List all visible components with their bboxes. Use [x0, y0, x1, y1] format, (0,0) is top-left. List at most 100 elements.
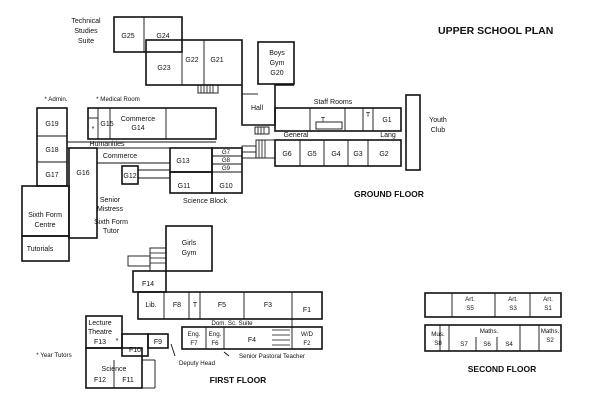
art-s3-2: S3	[509, 305, 517, 312]
lecture-theatre-1: Lecture	[88, 320, 111, 327]
boys-gym-1: Boys	[269, 50, 285, 57]
room-s7: S7	[460, 341, 468, 348]
plan-title: UPPER SCHOOL PLAN	[438, 25, 553, 37]
first-floor-main-row	[137, 291, 323, 320]
g16-block	[68, 147, 98, 239]
technical-block-upper	[113, 16, 183, 53]
room-g1: G1	[382, 117, 391, 124]
senior-pastoral-label: Senior Pastoral Teacher	[239, 353, 305, 360]
youth-club	[405, 94, 421, 171]
staff-rooms-label: Staff Rooms	[314, 99, 353, 106]
mus-s8-2: S8	[434, 340, 442, 347]
mus-s8-1: Mus.	[431, 331, 445, 338]
lecture-theatre-3: F13	[94, 339, 106, 346]
eng-f7-2: F7	[190, 340, 198, 347]
room-g2: G2	[379, 151, 388, 158]
eng-f6-1: Eng.	[209, 331, 222, 338]
room-g6: G6	[282, 151, 291, 158]
maths-label: Maths.	[480, 328, 499, 335]
girls-gym	[165, 225, 213, 272]
room-f1: F1	[303, 307, 311, 314]
sixth-form-tutor-2: Tutor	[103, 228, 120, 235]
g12-lab	[121, 165, 139, 185]
maths-s2-2: S2	[546, 337, 554, 344]
technical-label-3: Suite	[78, 38, 94, 45]
room-g4: G4	[331, 151, 340, 158]
commerce-label: Commerce	[103, 153, 137, 160]
sixth-form-tutor-1: Sixth Form	[94, 219, 128, 226]
admin-legend: * Admin.	[44, 96, 67, 103]
f9-room	[147, 333, 169, 349]
deputy-head-label: Deputy Head	[179, 360, 216, 367]
lecture-star: *	[116, 338, 119, 345]
commerce-g14-1: Commerce	[121, 116, 155, 123]
room-g5: G5	[307, 151, 316, 158]
room-g7: G7	[222, 149, 231, 156]
general-label: General	[284, 132, 309, 139]
eng-f7-1: Eng.	[188, 331, 201, 338]
senior-mistress-2: Mistress	[97, 206, 124, 213]
room-g13: G13	[176, 158, 189, 165]
room-f9: F9	[154, 339, 162, 346]
science-block-label: Science Block	[183, 198, 227, 205]
ground-floor-label: GROUND FLOOR	[354, 189, 424, 199]
second-floor-labels: Art. S5 Art. S3 Art. S1 Mus. S8 Maths. S…	[431, 296, 559, 374]
room-g11: G11	[178, 183, 191, 190]
room-g17: G17	[45, 172, 58, 179]
room-g18: G18	[45, 147, 58, 154]
room-g3: G3	[353, 151, 362, 158]
room-g15: G15	[100, 121, 113, 128]
humanities-block	[87, 107, 217, 140]
wd-f2-2: F2	[303, 340, 311, 347]
second-floor-upper-row	[424, 292, 562, 318]
tutorials-label: Tutorials	[27, 246, 54, 253]
lecture-theatre-2: Theatre	[88, 329, 112, 336]
boys-gym-2: Gym	[270, 60, 285, 67]
dom-sc-row	[181, 326, 323, 350]
first-floor-label: FIRST FLOOR	[210, 375, 267, 385]
art-s1-2: S1	[544, 305, 552, 312]
girls-gym-1: Girls	[182, 240, 197, 247]
room-g25: G25	[121, 33, 134, 40]
second-floor-lower-row	[424, 324, 562, 352]
room-t-first: T	[193, 302, 198, 309]
art-s5-1: Art.	[465, 296, 475, 303]
room-f11: F11	[122, 377, 134, 384]
g15-star: *	[92, 126, 95, 133]
year-tutors-legend: * Year Tutors	[36, 352, 71, 359]
boys-gym	[257, 41, 295, 85]
medical-legend: * Medical Room	[96, 96, 140, 103]
first-floor	[85, 225, 323, 389]
lang-label: Lang	[380, 132, 396, 139]
art-s5-2: S5	[466, 305, 474, 312]
commerce-g14-2: G14	[131, 125, 144, 132]
room-f10: F10	[129, 347, 141, 354]
room-t-ground-1: T	[321, 117, 326, 124]
technical-label-2: Studies	[74, 28, 98, 35]
sixth-form-centre-2: Centre	[34, 222, 55, 229]
eng-f6-2: F6	[211, 340, 219, 347]
g11-lab	[169, 171, 213, 194]
technical-label-1: Technical	[71, 18, 101, 25]
room-g24: G24	[156, 33, 169, 40]
g7-g10-block	[211, 147, 243, 194]
room-s6: S6	[483, 341, 491, 348]
room-g10: G10	[219, 183, 232, 190]
room-g23: G23	[157, 65, 170, 72]
room-g12: G12	[123, 173, 136, 180]
lib-label: Lib.	[145, 302, 156, 309]
sixth-form-centre-1: Sixth Form	[28, 212, 62, 219]
ground-floor	[21, 16, 421, 262]
youth-club-2: Club	[431, 127, 446, 134]
room-f4: F4	[248, 337, 256, 344]
room-t-ground-2: T	[366, 112, 371, 119]
dom-sc-suite-label: Dom. Sc. Suite	[211, 320, 253, 327]
room-f8: F8	[173, 302, 181, 309]
tutorials-room	[21, 235, 70, 262]
room-f12: F12	[94, 377, 106, 384]
youth-club-1: Youth	[429, 117, 447, 124]
second-floor	[424, 292, 562, 352]
art-s1-1: Art.	[543, 296, 553, 303]
room-g19: G19	[45, 121, 58, 128]
